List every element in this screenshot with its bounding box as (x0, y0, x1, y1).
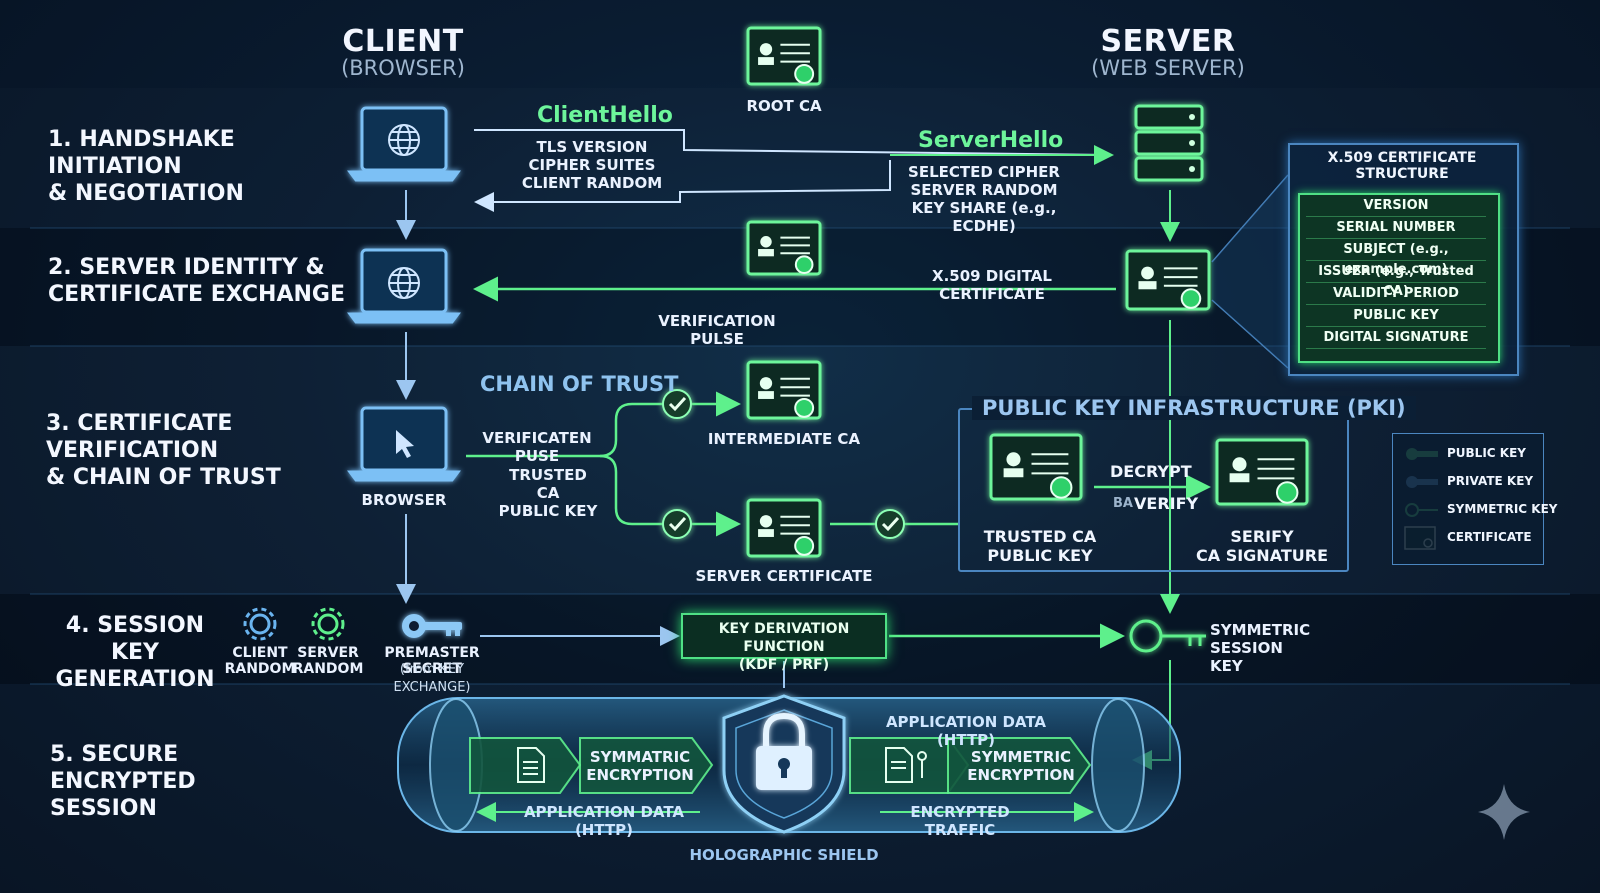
laptop-icon (347, 248, 461, 324)
x509-field: DIGITAL SIGNATURE (1306, 328, 1486, 349)
legend-symmetric-key: SYMMETRIC KEY (1447, 502, 1558, 516)
premaster-secret-sub: (from KEY EXCHANGE) (393, 662, 471, 695)
premaster-secret-label: PREMASTER SECRET (384, 645, 480, 677)
legend-panel (1392, 433, 1544, 565)
check-icon (875, 509, 905, 539)
document-icon (885, 747, 927, 783)
server-subtitle: (WEB SERVER) (1091, 56, 1245, 80)
certificate-icon (989, 433, 1083, 501)
verification-puse-label: VERIFICATEN PUSE (482, 429, 592, 465)
step-4-label: 4. SESSION KEY GENERATION (55, 613, 215, 692)
certificate-icon (1215, 438, 1309, 506)
chain-of-trust-title: CHAIN OF TRUST (480, 372, 679, 396)
globe-icon (388, 124, 420, 156)
app-data-top-label: APPLICATION DATA (HTTP) (885, 713, 1047, 749)
laptop-icon (347, 106, 461, 182)
key-icon (1129, 619, 1206, 653)
check-icon (662, 509, 692, 539)
pki-ca-signature: SERIFY CA SIGNATURE (1196, 527, 1328, 565)
step-5-label: 5. SECURE ENCRYPTED SESSION (50, 742, 196, 821)
legend-public-key: PUBLIC KEY (1447, 446, 1526, 460)
x509-field: VALIDITY PERIOD (1306, 284, 1486, 305)
kdf-box: KEY DERIVATION FUNCTION (KDF / PRF) (681, 613, 887, 673)
client-random-label: CLIENT RANDOM (224, 645, 296, 677)
x509-title: X.509 CERTIFICATE STRUCTURE (1327, 150, 1477, 182)
certificate-icon (1125, 249, 1211, 311)
server-certificate-label: SERVER CERTIFICATE (695, 567, 873, 585)
trusted-ca-key-label: TRUSTED CA PUBLIC KEY (498, 466, 598, 520)
encryption-left-label: SYMMATRIC ENCRYPTION (586, 748, 694, 784)
pki-trusted-ca-key: TRUSTED CA PUBLIC KEY (983, 527, 1097, 565)
legend-certificate: CERTIFICATE (1447, 530, 1532, 544)
pki-verify-label: VERIFY (1134, 494, 1199, 513)
server-icon (1134, 104, 1204, 182)
lock-icon (756, 712, 812, 790)
document-icon (517, 747, 545, 783)
verification-pulse-label: VERIFICATION PULSE (658, 312, 776, 348)
pki-title: PUBLIC KEY INFRASTRUCTURE (PKI) (972, 396, 1416, 420)
certificate-icon (746, 360, 822, 420)
step-1-label: 1. HANDSHAKE INITIATION & NEGOTIATION (48, 127, 244, 206)
browser-label: BROWSER (361, 491, 447, 509)
certificate-icon (746, 26, 822, 86)
client-title: CLIENT (342, 24, 464, 59)
server-random-label: SERVER RANDOM (292, 645, 364, 677)
legend-private-key: PRIVATE KEY (1447, 474, 1534, 488)
certificate-icon (746, 220, 822, 276)
client-hello-items: TLS VERSION CIPHER SUITES CLIENT RANDOM (521, 138, 663, 192)
cursor-icon (396, 430, 414, 458)
root-ca-label: ROOT CA (746, 97, 822, 115)
step-3-label: 3. CERTIFICATE VERIFICATION & CHAIN OF T… (46, 411, 281, 490)
holographic-shield-label: HOLOGRAPHIC SHIELD (689, 846, 879, 864)
server-title: SERVER (1100, 24, 1236, 59)
key-icon (402, 614, 462, 638)
gear-icon (311, 607, 345, 641)
symmetric-session-key-label: SYMMETRIC SESSION KEY (1210, 621, 1311, 675)
pki-verify-prefix: BA (1113, 496, 1133, 511)
check-icon (662, 389, 692, 419)
server-hello-items: SELECTED CIPHER SERVER RANDOM KEY SHARE … (908, 163, 1060, 235)
app-data-bottom-label: APPLICATION DATA (HTTP) (523, 803, 685, 839)
step-2-label: 2. SERVER IDENTITY & CERTIFICATE EXCHANG… (48, 255, 345, 307)
x509-fields-card (1298, 193, 1500, 363)
x509-certificate-label: X.509 DIGITAL CERTIFICATE (932, 267, 1052, 303)
encryption-right-label: SYMMETRIC ENCRYPTION (967, 748, 1075, 784)
globe-icon (388, 267, 420, 299)
x509-field: SERIAL NUMBER (1306, 218, 1486, 239)
sparkle-icon (1478, 784, 1530, 840)
encrypted-traffic-label: ENCRYPTED TRAFFIC (910, 803, 1010, 839)
gear-icon (243, 607, 277, 641)
intermediate-ca-label: INTERMEDIATE CA (707, 430, 861, 448)
x509-field: VERSION (1306, 196, 1486, 217)
server-hello-label: ServerHello (918, 128, 1064, 153)
pki-decrypt-label: DECRYPT (1110, 462, 1192, 481)
certificate-icon (746, 498, 822, 558)
client-subtitle: (BROWSER) (341, 56, 465, 80)
x509-field: SUBJECT (e.g., example.com) (1306, 240, 1486, 277)
x509-field: PUBLIC KEY (1306, 306, 1486, 327)
client-hello-label: ClientHello (537, 103, 673, 128)
x509-field: ISSUER (e.g., Trusted CA) (1306, 262, 1486, 299)
